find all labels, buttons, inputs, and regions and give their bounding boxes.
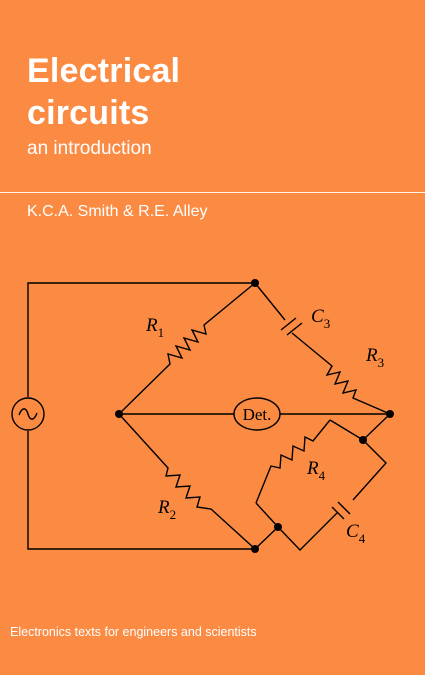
wire-top	[27, 282, 255, 397]
book-subtitle: an introduction	[27, 138, 152, 159]
resistor-r2	[118, 413, 256, 550]
title-line-1: Electrical	[27, 52, 181, 90]
label-c4: C4	[346, 521, 366, 546]
wire-net-left	[255, 502, 279, 528]
label-r3: R3	[365, 345, 384, 370]
node-net-upper	[359, 436, 367, 444]
node-bottom	[251, 545, 259, 553]
label-c3: C3	[311, 306, 330, 331]
node-top	[251, 279, 259, 287]
node-right	[386, 410, 394, 418]
book-title: Electrical circuits	[27, 50, 180, 134]
ac-wave	[18, 408, 38, 420]
resistor-r3	[291, 332, 391, 415]
detector	[233, 397, 281, 431]
wire-top-c3	[254, 282, 286, 321]
node-left	[115, 410, 123, 418]
capacitor-c3-plate-a	[280, 317, 297, 331]
resistor-r4	[255, 419, 331, 504]
book-authors: K.C.A. Smith & R.E. Alley	[27, 203, 208, 220]
wire-net-to-bottom	[254, 526, 279, 550]
title-line-2: circuits	[27, 94, 150, 132]
ac-source-icon	[11, 397, 45, 431]
wire-bottom	[27, 431, 255, 550]
wire-net-right-up	[329, 419, 364, 441]
wire-c4-down	[277, 512, 338, 552]
circuit-diagram: R1 C3 R3 R4 R2 C4 Det.	[11, 279, 394, 553]
capacitor-c3-plate-b	[286, 322, 303, 336]
resistor-r1	[118, 282, 256, 415]
label-detector: Det.	[243, 405, 272, 424]
capacitor-c4-plate-b	[331, 506, 345, 520]
node-net-lower	[274, 523, 282, 531]
label-r1: R1	[145, 315, 164, 340]
series-name: Electronics texts for engineers and scie…	[10, 625, 257, 639]
capacitor-c4-plate-a	[337, 501, 351, 515]
wire-net-right	[352, 439, 387, 501]
wire-right-to-net	[362, 413, 391, 441]
label-r2: R2	[157, 497, 176, 522]
label-r4: R4	[306, 458, 326, 483]
divider-rule	[0, 192, 425, 193]
